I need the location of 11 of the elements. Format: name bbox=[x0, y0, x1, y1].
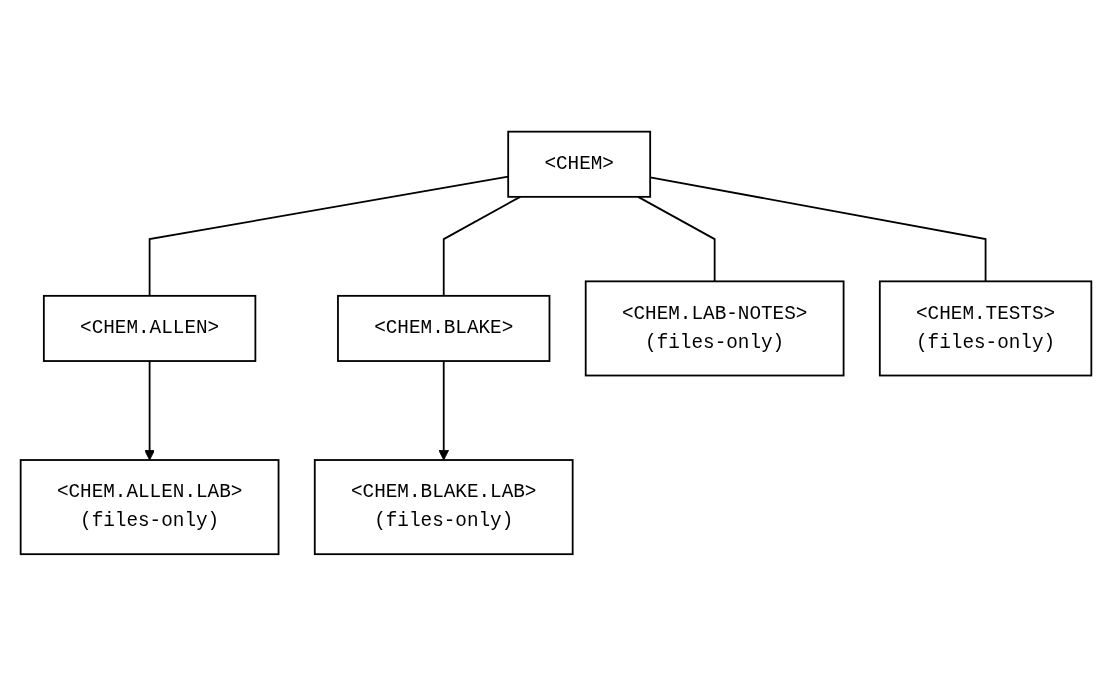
node-box: <CHEM.TESTS> (files-only) bbox=[878, 280, 1093, 377]
node-box: <CHEM.LAB-NOTES> (files-only) bbox=[584, 280, 845, 377]
node-box: <CHEM.BLAKE.LAB> (files-only) bbox=[313, 459, 574, 556]
node-box: <CHEM.ALLEN.LAB> (files-only) bbox=[19, 459, 280, 556]
arrow bbox=[144, 360, 155, 461]
node-box: <CHEM.BLAKE> bbox=[337, 295, 551, 362]
arrow bbox=[438, 360, 450, 461]
node-box: <CHEM> bbox=[507, 130, 652, 198]
connector bbox=[442, 196, 522, 297]
connector bbox=[637, 196, 716, 283]
node-box: <CHEM.ALLEN> bbox=[42, 295, 257, 362]
